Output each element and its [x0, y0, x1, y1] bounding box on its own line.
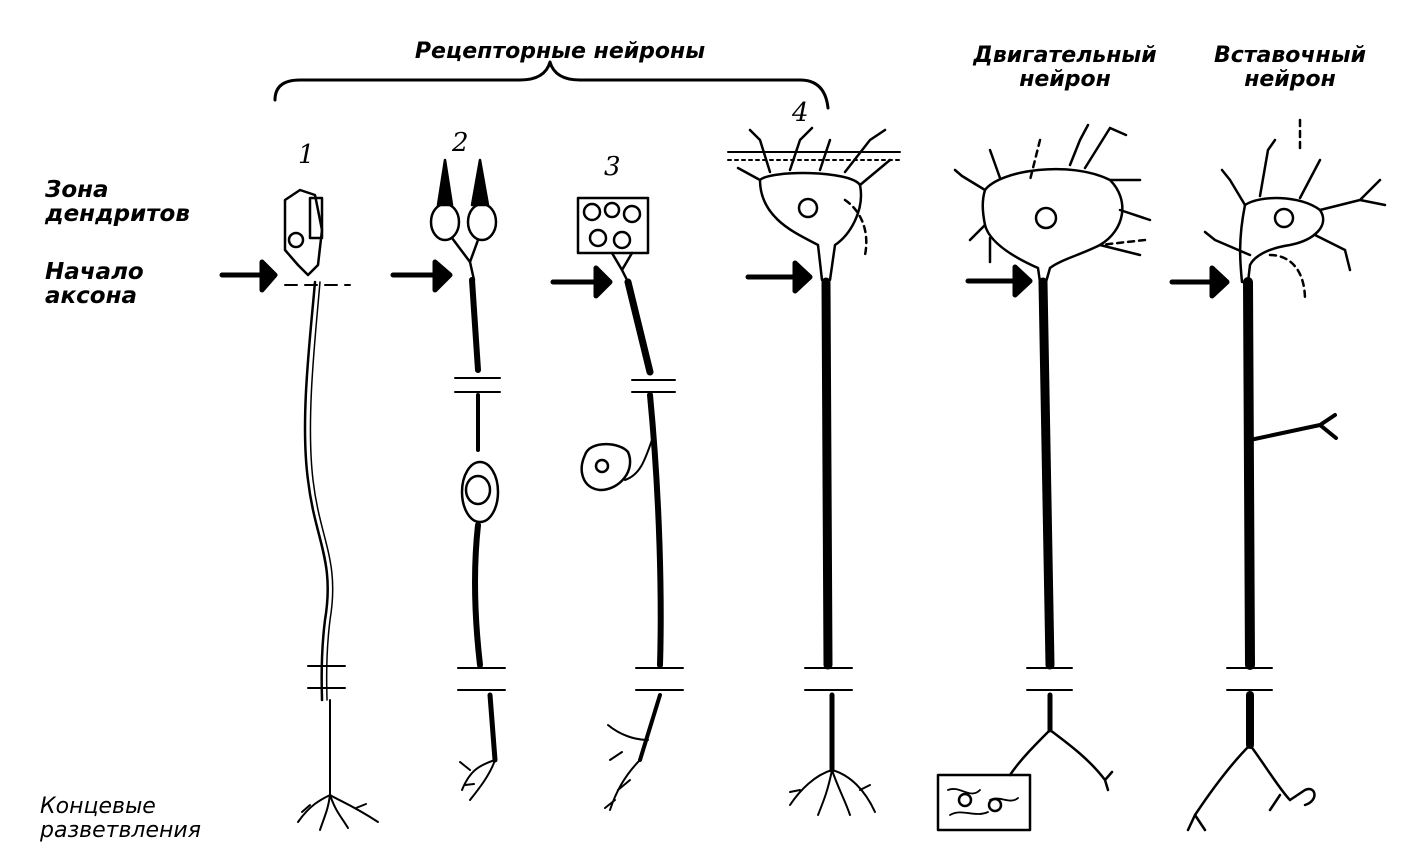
neuron-1-cell	[283, 188, 324, 277]
neuron-2-fibers	[450, 236, 480, 282]
receptor-number-1: 1	[298, 140, 315, 170]
receptor-brace	[273, 60, 830, 110]
terminals-line-2: разветвления	[40, 818, 201, 843]
neuron-4-dendrites	[736, 126, 892, 187]
neuron-2-cell-right	[466, 202, 498, 242]
axon-start-arrows	[219, 259, 1230, 299]
terminals-label: Концевые разветвления	[40, 795, 201, 843]
arrow-4	[745, 260, 813, 294]
interneuron	[1186, 118, 1387, 832]
interneuron-axon	[1243, 277, 1255, 670]
neuron-3-cell-d	[588, 228, 608, 248]
motor-title-line-1: Двигательный	[973, 43, 1157, 68]
neuron-3-axon-top	[624, 278, 654, 376]
neuron-3-cell-e	[612, 230, 632, 250]
neuron-2-axon-end	[487, 692, 498, 763]
interneuron-input-2	[1268, 253, 1307, 302]
neuron-4-cell-body	[758, 171, 863, 282]
receptor-number-4: 4	[792, 98, 809, 128]
dendrite-zone-label: Зона дендритов	[45, 178, 190, 226]
axon-start-label: Начало аксона	[45, 260, 144, 308]
neuron-3-fibers	[610, 251, 634, 284]
interneuron-collateral	[1248, 413, 1338, 442]
arrow-5	[965, 264, 1033, 298]
receptor-number-3: 3	[604, 152, 621, 182]
motor-neuron-target-muscle	[936, 773, 1032, 832]
inter-title-line-1: Вставочный	[1213, 43, 1367, 68]
motor-neuron-axon	[1038, 277, 1055, 670]
arrow-3	[550, 265, 613, 299]
neuron-2-axon-lower	[471, 522, 483, 668]
terminals-line-1: Концевые	[40, 794, 156, 819]
arrow-1	[219, 259, 278, 293]
motor-neuron	[936, 123, 1152, 832]
receptor-neuron-2	[429, 158, 506, 801]
neuron-2-cell-left	[429, 202, 461, 242]
neuron-4-axon	[821, 277, 833, 670]
motor-title-line-2: нейрон	[1019, 67, 1111, 92]
interneuron-nucleus	[1273, 207, 1295, 229]
neuron-1-terminals	[297, 794, 379, 831]
neuron-4-nucleus	[797, 197, 819, 219]
neuron-4-terminals	[789, 769, 876, 816]
receptor-number-2: 2	[452, 128, 469, 158]
motor-neuron-dendrites	[953, 123, 1152, 264]
receptor-neuron-3	[576, 196, 684, 811]
motor-neuron-title: Двигательный нейрон	[960, 44, 1170, 92]
neuron-2-ganglion-cell	[460, 460, 500, 524]
motor-neuron-nucleus	[1034, 206, 1058, 230]
neuron-1-nucleus	[287, 231, 305, 249]
neuron-3-cell-c	[622, 204, 642, 224]
axon-start-line-1: Начало	[45, 259, 144, 285]
neuron-3-cell-branch	[624, 439, 653, 481]
motor-neuron-muscle-nucleus-2	[987, 797, 1003, 813]
motor-neuron-branches	[1008, 728, 1114, 792]
inter-title-line-2: нейрон	[1244, 67, 1336, 92]
neuron-3-receptor-cells	[576, 196, 650, 255]
motor-neuron-muscle-nucleus-1	[957, 792, 973, 808]
neuron-1-axon-inner	[309, 281, 334, 701]
arrow-6	[1169, 265, 1230, 299]
neuron-3-nucleus	[594, 458, 610, 474]
motor-neuron-input-2	[1098, 238, 1147, 247]
neuron-2-terminals	[459, 759, 496, 801]
motor-neuron-input-1	[1028, 138, 1042, 182]
receptor-neurons-title: Рецепторные нейроны	[414, 39, 706, 64]
axon-start-line-2: аксона	[45, 283, 137, 309]
neuron-3-terminals	[604, 724, 649, 811]
receptor-neuron-4	[727, 126, 901, 816]
arrow-2	[390, 259, 453, 293]
neuron-3-cell-a	[582, 202, 602, 222]
dendrite-zone-line-2: дендритов	[45, 201, 190, 227]
interneuron-terminals	[1186, 743, 1316, 832]
interneuron-soma	[1238, 196, 1325, 284]
neuron-2-cilia-left	[436, 158, 454, 207]
neuron-3-ganglion	[580, 442, 632, 492]
neuron-3-axon-mid	[647, 392, 664, 668]
dendrite-zone-line-1: Зона	[45, 177, 109, 203]
neuron-1-axon	[303, 280, 329, 702]
receptor-neuron-1	[283, 188, 379, 831]
neuron-2-nucleus	[464, 474, 492, 506]
interneuron-dendrites	[1203, 138, 1387, 272]
neuron-3-axon-end	[638, 693, 662, 762]
neuron-2-axon-top	[469, 277, 481, 373]
neuron-3-cell-b	[603, 201, 621, 219]
neuron-1-receptor	[308, 196, 324, 240]
neuron-4-side-fiber	[843, 198, 868, 257]
neuron-2-cilia-right	[470, 158, 490, 207]
interneuron-title: Вставочный нейрон	[1195, 44, 1385, 92]
